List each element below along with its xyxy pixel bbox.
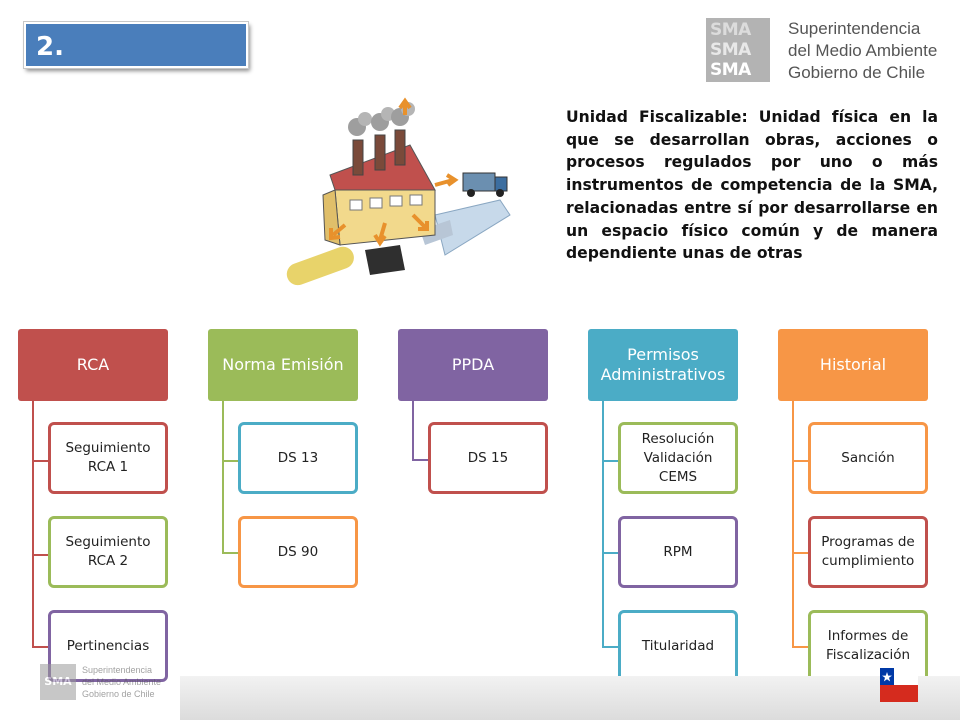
footer-logo-line: del Medio Ambiente	[82, 677, 162, 687]
factory-illustration	[286, 97, 511, 286]
tree-connector	[32, 401, 34, 647]
tree-connector	[222, 460, 238, 462]
logo-line: Gobierno de Chile	[788, 63, 926, 82]
column-header-norma-emision: Norma Emisión	[208, 329, 358, 401]
chile-flag-icon	[880, 668, 918, 702]
page-title: 2. Fiscalización	[23, 21, 249, 108]
child-box-seguimiento-rca-2: Seguimiento RCA 2	[48, 516, 168, 588]
footer-logo-mark: SMA	[40, 664, 76, 700]
child-box-programas-de-cumplimiento: Programas de cumplimiento	[808, 516, 928, 588]
child-box-seguimiento-rca-1: Seguimiento RCA 1	[48, 422, 168, 494]
tree-connector	[792, 460, 808, 462]
logo-text: Superintendencia del Medio Ambiente Gobi…	[788, 18, 937, 84]
sma-logo-mark: SMA SMA SMA	[706, 18, 770, 82]
unidad-fiscalizable-description: Unidad Fiscalizable: Unidad física en la…	[566, 108, 938, 263]
logo-mark-line: SMA	[710, 60, 751, 80]
tree-connector	[32, 460, 48, 462]
logo-line: del Medio Ambiente	[788, 41, 938, 60]
child-box-ds-90: DS 90	[238, 516, 358, 588]
child-box-pertinencias: Pertinencias	[48, 610, 168, 682]
column-header-historial: Historial	[778, 329, 928, 401]
footer-band	[180, 676, 960, 720]
child-box-rpm: RPM	[618, 516, 738, 588]
child-box-ds-15: DS 15	[428, 422, 548, 494]
column-header-ppda: PPDA	[398, 329, 548, 401]
logo-line: Superintendencia	[788, 19, 921, 38]
child-box-ds-13: DS 13	[238, 422, 358, 494]
tree-connector	[222, 552, 238, 554]
child-box-sancion: Sanción	[808, 422, 928, 494]
tree-connector	[792, 401, 794, 647]
child-box-titularidad: Titularidad	[618, 610, 738, 682]
tree-connector	[412, 459, 428, 461]
tree-connector	[412, 401, 414, 461]
column-header-permisos-administrativos: Permisos Administrativos	[588, 329, 738, 401]
tree-connector	[792, 646, 808, 648]
child-box-resolucion-validacion-cems: Resolución Validación CEMS	[618, 422, 738, 494]
sma-logo: SMA SMA SMA Superintendencia del Medio A…	[706, 18, 946, 88]
tree-connector	[32, 646, 48, 648]
logo-mark-line: SMA	[710, 20, 751, 40]
tree-connector	[792, 552, 808, 554]
tree-connector	[222, 401, 224, 554]
footer-logo-line: Gobierno de Chile	[82, 689, 155, 699]
tree-connector	[602, 460, 618, 462]
tree-connector	[32, 554, 48, 556]
footer-logo: SMA Superintendencia del Medio Ambiente …	[40, 664, 180, 704]
tree-connector	[602, 552, 618, 554]
logo-mark-line: SMA	[710, 40, 751, 60]
footer-logo-line: Superintendencia	[82, 665, 153, 675]
column-header-rca: RCA	[18, 329, 168, 401]
tree-connector	[602, 646, 618, 648]
footer-logo-text: Superintendencia del Medio Ambiente Gobi…	[82, 664, 161, 700]
tree-connector	[602, 401, 604, 647]
